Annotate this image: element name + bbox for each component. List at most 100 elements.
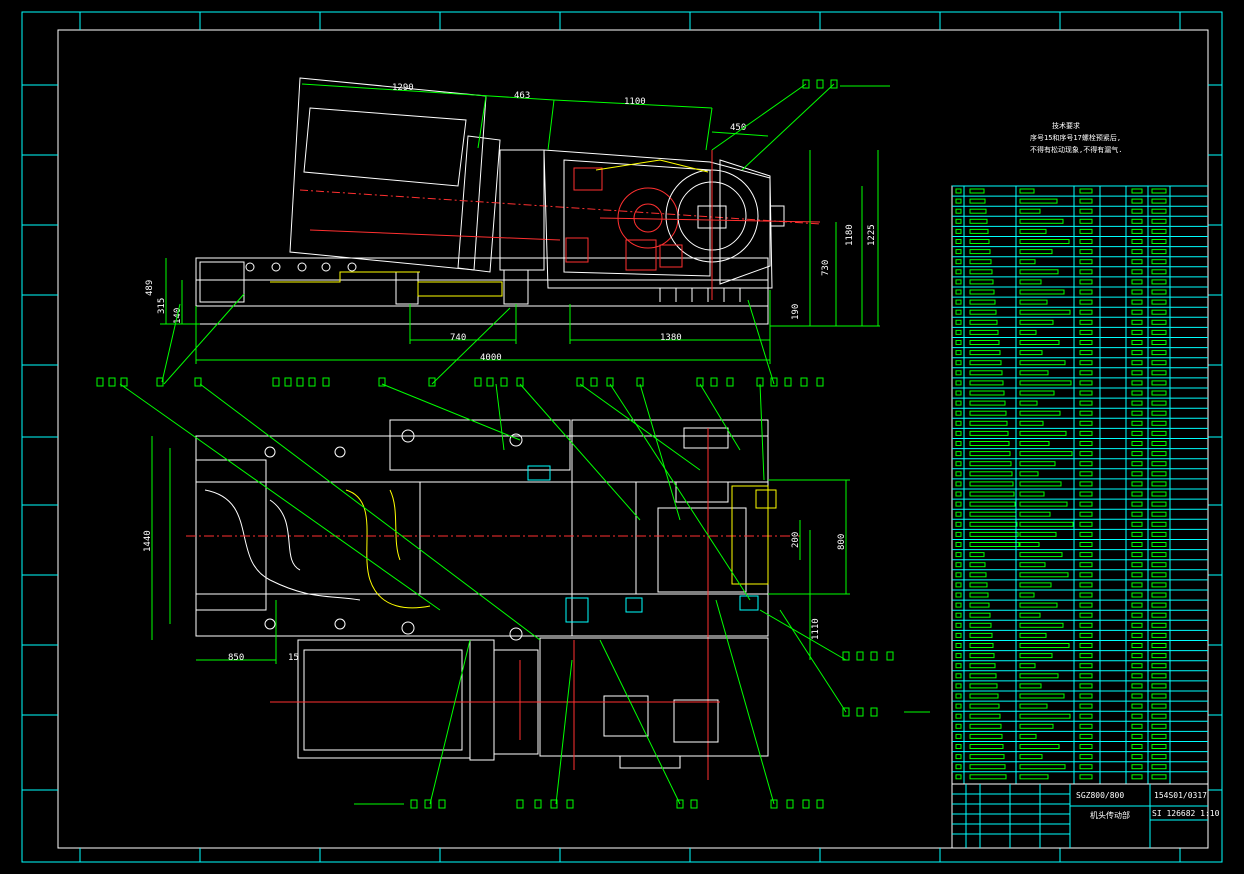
parts-row-index (955, 491, 962, 497)
parts-row-cell (1131, 350, 1143, 356)
parts-row-cell (1151, 340, 1167, 345)
parts-row-cell (969, 269, 993, 275)
parts-row-cell (969, 531, 1019, 537)
parts-row-cell (969, 683, 998, 689)
parts-row-cell (1019, 451, 1073, 457)
dim-730: 730 (821, 260, 831, 276)
item-balloon (786, 799, 794, 809)
parts-row-cell (1079, 622, 1093, 628)
parts-row-cell (1151, 430, 1167, 436)
parts-row-cell (1079, 410, 1093, 416)
parts-row-cell (1079, 259, 1093, 265)
side-elevation-view (195, 77, 821, 325)
parts-row-cell (1151, 309, 1167, 315)
parts-row-index (955, 299, 962, 305)
parts-row-cell (1019, 350, 1043, 356)
parts-row-cell (969, 622, 992, 628)
parts-row-index (955, 350, 962, 356)
parts-row-cell (1131, 663, 1143, 669)
parts-row-cell (1019, 632, 1047, 638)
parts-row-cell (1019, 360, 1066, 366)
parts-row-cell (1019, 653, 1053, 659)
parts-row-cell (1151, 380, 1167, 386)
parts-row-cell (1079, 390, 1093, 396)
parts-row-cell (1151, 673, 1167, 679)
parts-row-cell (1019, 602, 1058, 608)
parts-row-cell (1019, 612, 1041, 618)
parts-row-index (955, 218, 962, 224)
parts-row-index (955, 552, 962, 558)
parts-row-cell (1079, 441, 1093, 446)
parts-row-cell (1019, 663, 1036, 669)
item-balloon (550, 799, 558, 809)
parts-row-cell (1019, 491, 1045, 497)
parts-row-cell (969, 289, 995, 295)
parts-row-index (955, 622, 962, 628)
parts-row-cell (1079, 471, 1093, 477)
parts-row-index (955, 511, 962, 517)
parts-row-cell (1079, 693, 1093, 699)
parts-row-index (955, 319, 962, 325)
item-balloon (800, 377, 808, 387)
parts-row-cell (1079, 309, 1093, 315)
parts-row-cell (1019, 774, 1049, 780)
parts-row-cell (1131, 572, 1143, 578)
parts-row-cell (1131, 683, 1143, 689)
parts-row-cell (1079, 370, 1093, 376)
parts-row-cell (969, 774, 1007, 780)
parts-row-cell (1019, 299, 1048, 305)
parts-row-index (955, 471, 962, 477)
parts-row-cell (1019, 380, 1072, 386)
parts-row-cell (969, 653, 995, 659)
parts-row-index (955, 693, 962, 699)
parts-row-index (955, 653, 962, 659)
dim-140: 140 (173, 308, 183, 324)
item-balloon (870, 651, 878, 661)
item-balloon (842, 707, 850, 717)
parts-row-cell (1151, 713, 1167, 719)
parts-row-cell (1019, 269, 1059, 275)
parts-row-cell (1019, 198, 1058, 204)
parts-row-cell (1151, 501, 1167, 507)
item-balloon (410, 799, 418, 809)
parts-row-index (955, 501, 962, 507)
item-balloon (516, 799, 524, 809)
tech-notes-line1: 序号15和序号17螺栓预紧后, (1030, 133, 1121, 142)
parts-row-cell (1131, 400, 1143, 406)
parts-row-cell (1079, 340, 1093, 345)
tech-notes-title: 技术要求 (1052, 121, 1080, 130)
parts-row-cell (1079, 511, 1093, 517)
parts-row-cell (1019, 643, 1070, 648)
parts-row-index (955, 188, 962, 194)
parts-row-index (955, 643, 962, 648)
parts-row-cell (1151, 289, 1167, 295)
parts-row-cell (1131, 430, 1143, 436)
item-balloon (486, 377, 494, 387)
parts-row-cell (1151, 299, 1167, 305)
parts-row-cell (1131, 360, 1143, 366)
parts-row-index (955, 420, 962, 426)
dim-1440: 1440 (143, 530, 153, 552)
parts-row-cell (1131, 542, 1143, 547)
parts-row-cell (1079, 380, 1093, 386)
parts-row-cell (1019, 188, 1035, 194)
parts-row-cell (1079, 572, 1093, 578)
parts-row-cell (1131, 461, 1143, 467)
parts-row-index (955, 441, 962, 446)
parts-row-cell (1079, 592, 1093, 598)
parts-row-cell (969, 249, 991, 255)
parts-row-cell (969, 501, 1016, 507)
parts-row-cell (1151, 622, 1167, 628)
parts-row-cell (1151, 733, 1167, 739)
parts-row-cell (1019, 390, 1055, 396)
parts-row-cell (1151, 208, 1167, 214)
parts-row-cell (1151, 441, 1167, 446)
parts-row-cell (1131, 218, 1143, 224)
parts-row-index (955, 632, 962, 638)
parts-row-cell (1079, 562, 1093, 568)
parts-row-cell (1131, 653, 1143, 659)
parts-row-cell (1131, 592, 1143, 598)
parts-row-cell (1019, 319, 1054, 325)
parts-row-cell (969, 552, 985, 558)
dim-1380: 1380 (660, 333, 682, 343)
